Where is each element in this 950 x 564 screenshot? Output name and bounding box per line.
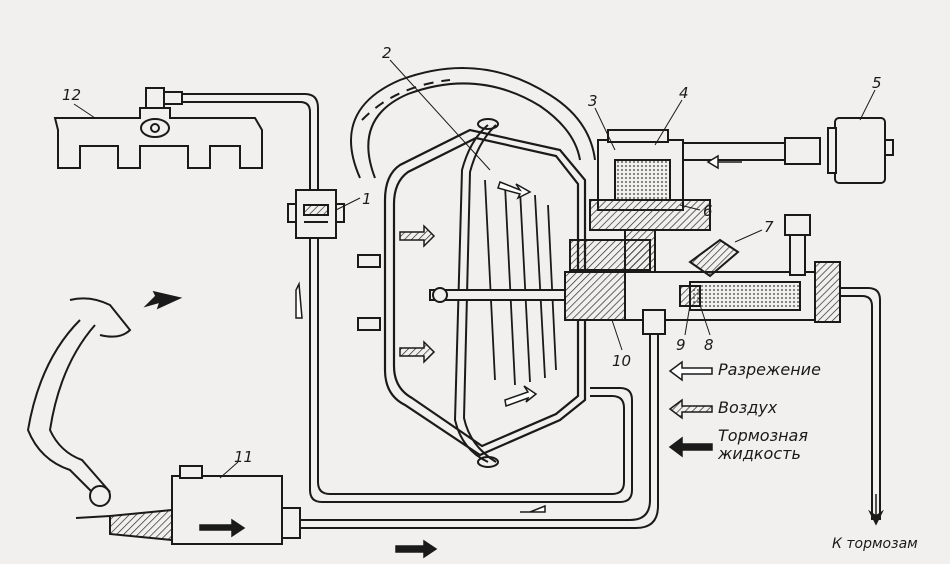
callout-10: 10 xyxy=(612,352,631,370)
bleeder-fitting xyxy=(688,214,811,278)
return-vacuum-pipe xyxy=(309,238,633,503)
legend-arrows xyxy=(668,360,713,458)
air-hose xyxy=(350,67,596,179)
legend-fluid-line2: жидкость xyxy=(717,444,801,463)
flow-arrows xyxy=(143,154,742,559)
callout-9: 9 xyxy=(676,336,686,354)
master-cylinder xyxy=(109,465,301,545)
callout-12: 12 xyxy=(62,86,81,104)
air-filter xyxy=(827,117,894,184)
callout-1: 1 xyxy=(362,190,372,208)
booster-housing xyxy=(383,128,587,457)
callout-4: 4 xyxy=(679,84,689,102)
fluid-legend-arrow xyxy=(668,436,713,458)
callout-7: 7 xyxy=(764,218,774,236)
air-legend-arrow xyxy=(668,398,713,420)
vacuum-pipe xyxy=(182,93,319,190)
callout-leaders xyxy=(73,59,876,479)
callout-labels: 12 2 3 4 5 1 6 7 9 8 10 11 xyxy=(62,44,882,466)
air-inlet-pipe xyxy=(683,137,821,165)
callout-8: 8 xyxy=(704,336,714,354)
callout-5: 5 xyxy=(872,74,882,92)
control-valve-body xyxy=(569,129,711,276)
outlet-caption: К тормозам xyxy=(832,536,918,552)
callout-11: 11 xyxy=(234,448,253,466)
vacuum-legend-arrow xyxy=(668,360,713,382)
check-valve xyxy=(287,189,345,239)
callout-3: 3 xyxy=(588,92,598,110)
legend: Разрежение Воздух Тормозная жидкость xyxy=(717,360,821,463)
outlet-arrow xyxy=(868,494,884,526)
legend-vacuum: Разрежение xyxy=(718,360,821,379)
fluid-pipe xyxy=(300,309,666,529)
callout-6: 6 xyxy=(703,202,713,220)
callout-2: 2 xyxy=(382,44,392,62)
legend-air: Воздух xyxy=(718,398,778,417)
mounting-studs xyxy=(357,254,381,331)
intake-manifold xyxy=(53,87,263,169)
hydraulic-cylinder xyxy=(564,261,841,323)
brake-pedal xyxy=(26,297,132,519)
return-spring xyxy=(484,179,557,386)
outlet-pipe xyxy=(840,287,881,520)
legend-fluid-line1: Тормозная xyxy=(718,426,808,445)
